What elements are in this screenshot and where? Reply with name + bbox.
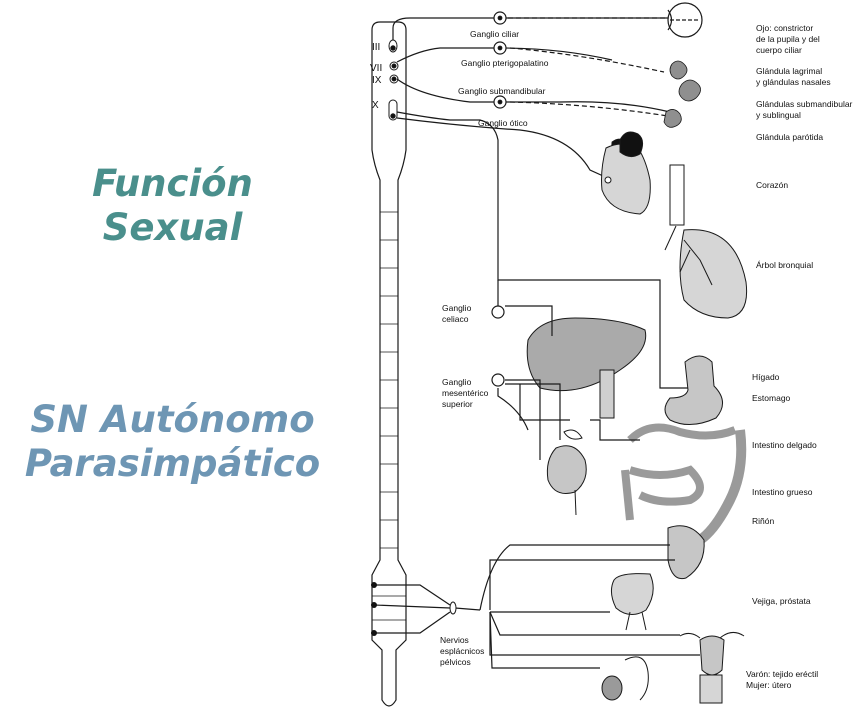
eye-icon	[667, 2, 703, 38]
intestines-icon	[621, 423, 747, 545]
heart-icon	[601, 131, 651, 215]
label-ganglio-otico: Ganglio ótico	[478, 118, 528, 128]
cranial-ganglia	[493, 11, 507, 109]
label-corazon: Corazón	[756, 180, 788, 190]
brainstem-nuclei	[388, 39, 399, 121]
label-ganglio-ciliar: Ganglio ciliar	[470, 29, 519, 39]
label-ojo: Ojo: constrictor de la pupila y del cuer…	[756, 23, 822, 55]
cranial-pathways	[392, 17, 700, 389]
postganglionic-fibers	[508, 17, 670, 117]
label-ganglio-submandibular: Ganglio submandibular	[458, 86, 546, 96]
bladder-icon	[610, 573, 654, 631]
title-line: Sexual	[102, 206, 243, 250]
label-higado: Hígado	[752, 372, 780, 382]
label-sexual: Varón: tejido eréctil Mujer: útero	[746, 669, 821, 690]
sacral-pathways	[373, 544, 700, 669]
title-system: SN Autónomo Parasimpático	[0, 398, 345, 487]
nerve-label-vii: VII	[370, 63, 382, 74]
sacral-nuclei	[371, 582, 377, 636]
male-genital-icon	[601, 656, 649, 701]
vagal-branches	[497, 280, 640, 460]
spinal-cord	[371, 21, 407, 707]
label-lagrimal: Glándula lagrimal y glándulas nasales	[756, 66, 831, 87]
kidney-icon	[546, 429, 587, 516]
label-grueso: Intestino grueso	[752, 487, 813, 497]
nerve-label-x: X	[372, 100, 379, 111]
label-submandibular: Glándulas submandibular y sublingual	[756, 99, 855, 120]
pelvic-ganglion-mark	[449, 601, 457, 615]
uterus-icon	[679, 632, 745, 704]
label-ganglio-pterigopalatino: Ganglio pterigopalatino	[461, 58, 549, 68]
label-bronquial: Árbol bronquial	[756, 260, 813, 270]
label-nervios-pelvicos: Nervios esplácnicos pélvicos	[440, 635, 487, 667]
label-estomago: Estomago	[752, 393, 791, 403]
nerve-label-ix: IX	[372, 75, 382, 86]
abdominal-ganglia	[491, 305, 505, 387]
stomach-icon	[664, 355, 723, 425]
lungs-icon	[664, 164, 748, 319]
label-delgado: Intestino delgado	[752, 440, 817, 450]
label-ganglio-celiaco: Ganglio celiaco	[442, 303, 474, 324]
title-line: SN Autónomo	[30, 398, 315, 441]
label-parotida: Glándula parótida	[756, 132, 823, 142]
liver-icon	[526, 317, 647, 419]
label-vejiga: Vejiga, próstata	[752, 596, 811, 606]
title-line: Parasimpático	[24, 442, 321, 486]
rectum-icon	[667, 525, 705, 580]
title-function: Función Sexual	[0, 162, 345, 251]
title-line: Función	[92, 162, 253, 205]
label-rinon: Riñón	[752, 516, 774, 526]
nerve-label-iii: III	[372, 42, 380, 53]
label-ganglio-mesenterico: Ganglio mesentérico superior	[442, 377, 491, 409]
